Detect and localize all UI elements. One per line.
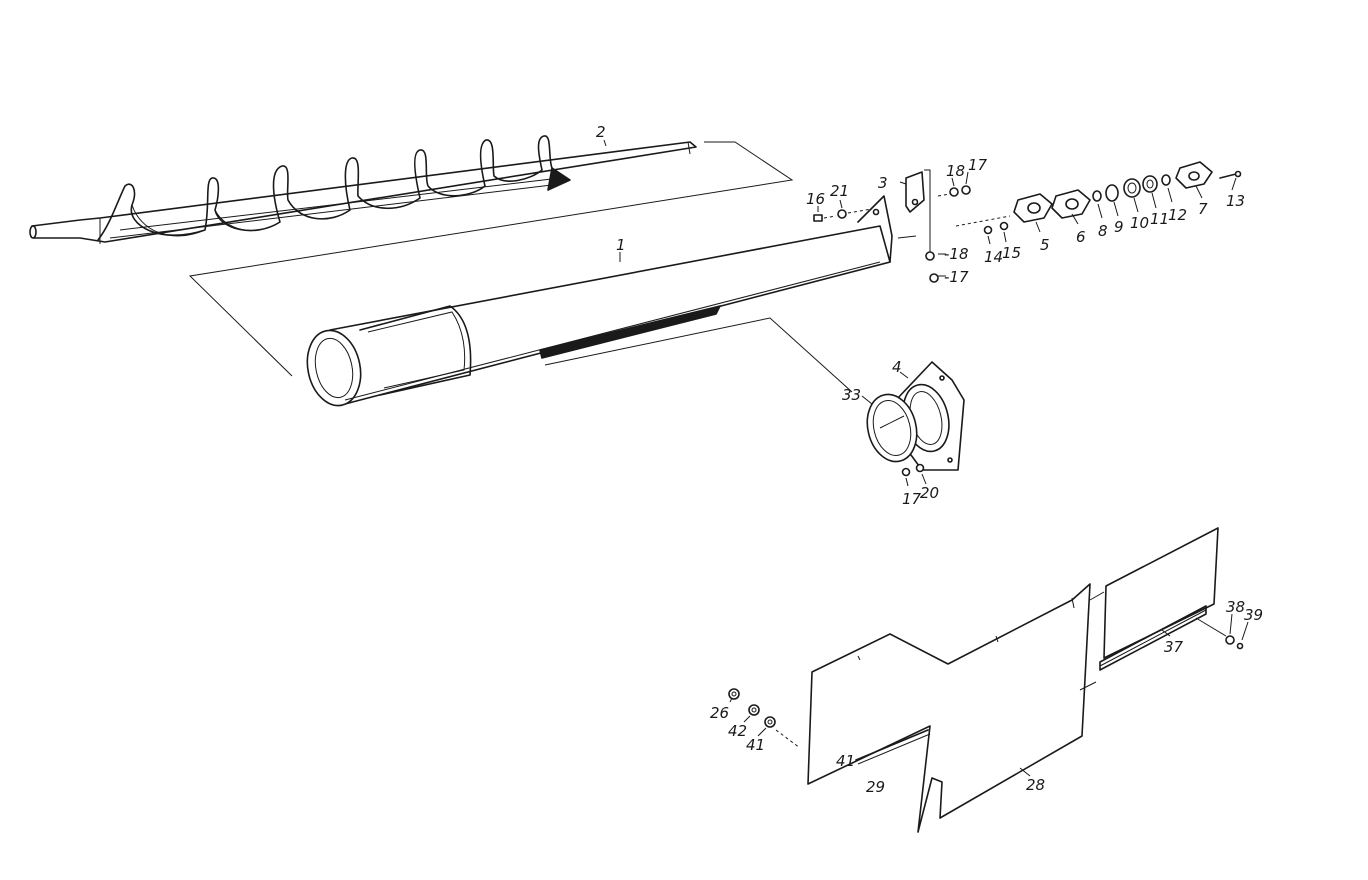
tube-housing-part-1 xyxy=(306,195,893,407)
label-part-13: 13 xyxy=(1226,192,1245,210)
label-part-26: 26 xyxy=(710,704,729,722)
label-part-9: 9 xyxy=(1114,218,1124,236)
label-part-18a: 18 xyxy=(946,162,965,180)
label-part-7: 7 xyxy=(1198,200,1208,218)
shield-plate-part-28 xyxy=(807,583,1091,833)
flange-cover-part-7 xyxy=(1175,161,1213,189)
label-part-21: 21 xyxy=(830,182,849,200)
label-part-41a: 41 xyxy=(746,736,765,754)
label-part-10: 10 xyxy=(1130,214,1149,232)
label-part-8: 8 xyxy=(1098,222,1108,240)
nut-part-20 xyxy=(915,463,925,473)
label-part-18b: -18 xyxy=(944,245,969,263)
bracket-part-3 xyxy=(905,169,931,258)
ring-part-9 xyxy=(1105,184,1119,202)
label-part-17c: 17 xyxy=(902,490,922,508)
nut-part-12 xyxy=(1161,174,1171,186)
washer-part-39 xyxy=(1236,642,1244,650)
label-part-17b: -17 xyxy=(944,268,969,286)
leader-lines xyxy=(603,139,1249,777)
label-part-11: 11 xyxy=(1150,210,1169,228)
label-part-2: 2 xyxy=(596,123,606,141)
bearing-flange-part-6 xyxy=(1051,189,1091,219)
label-part-20: 20 xyxy=(920,484,939,502)
label-part-29: 29 xyxy=(866,778,885,796)
washer-part-17-lower xyxy=(901,467,911,477)
label-part-1: 1 xyxy=(616,236,626,254)
bearing-flange-part-5 xyxy=(1013,193,1053,223)
label-part-16: 16 xyxy=(806,190,825,208)
ring-part-33 xyxy=(866,393,918,463)
label-part-4: 4 xyxy=(892,358,902,376)
bolt-part-16 xyxy=(813,214,837,222)
label-part-12: 12 xyxy=(1168,206,1187,224)
ring-part-8 xyxy=(1092,190,1102,202)
washer-part-21 xyxy=(837,208,873,219)
label-part-15: 15 xyxy=(1002,244,1021,262)
bearing-part-10 xyxy=(1123,178,1141,198)
label-part-6: 6 xyxy=(1076,228,1086,246)
washers-part-17-18 xyxy=(925,185,1009,283)
auger-screw-part-2 xyxy=(29,135,697,244)
label-part-38: 38 xyxy=(1226,598,1245,616)
hardware-part-26-42-41 xyxy=(728,688,801,749)
label-part-3: 3 xyxy=(878,174,888,192)
collar-part-11 xyxy=(1142,175,1158,193)
strip-part-29 xyxy=(855,729,931,765)
label-part-42: 42 xyxy=(728,722,747,740)
label-part-14: 14 xyxy=(984,248,1003,266)
panel-part-37 xyxy=(1099,527,1219,671)
nut-part-38 xyxy=(1225,635,1235,645)
tube-reference-frame xyxy=(544,317,853,393)
auger-reference-frame xyxy=(188,141,794,377)
label-part-5: 5 xyxy=(1040,236,1050,254)
label-part-37: 37 xyxy=(1164,638,1184,656)
label-part-17a: 17 xyxy=(968,156,988,174)
label-part-39: 39 xyxy=(1244,606,1263,624)
bolt-part-13 xyxy=(1219,170,1242,179)
part-number-labels: 2 1 3 16 21 18 17 -18 -17 14 15 5 6 8 9 … xyxy=(596,123,1263,796)
label-part-33: 33 xyxy=(842,386,861,404)
label-part-28: 28 xyxy=(1026,776,1045,794)
label-part-41b: 41 xyxy=(836,752,855,770)
